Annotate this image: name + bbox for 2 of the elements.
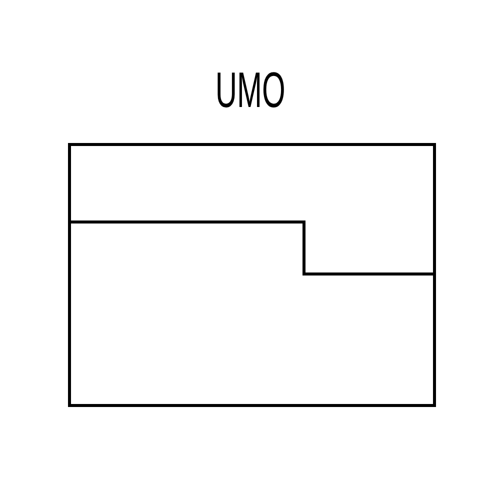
- divided-box: [68, 143, 436, 407]
- diagram-title: UMO: [215, 62, 285, 118]
